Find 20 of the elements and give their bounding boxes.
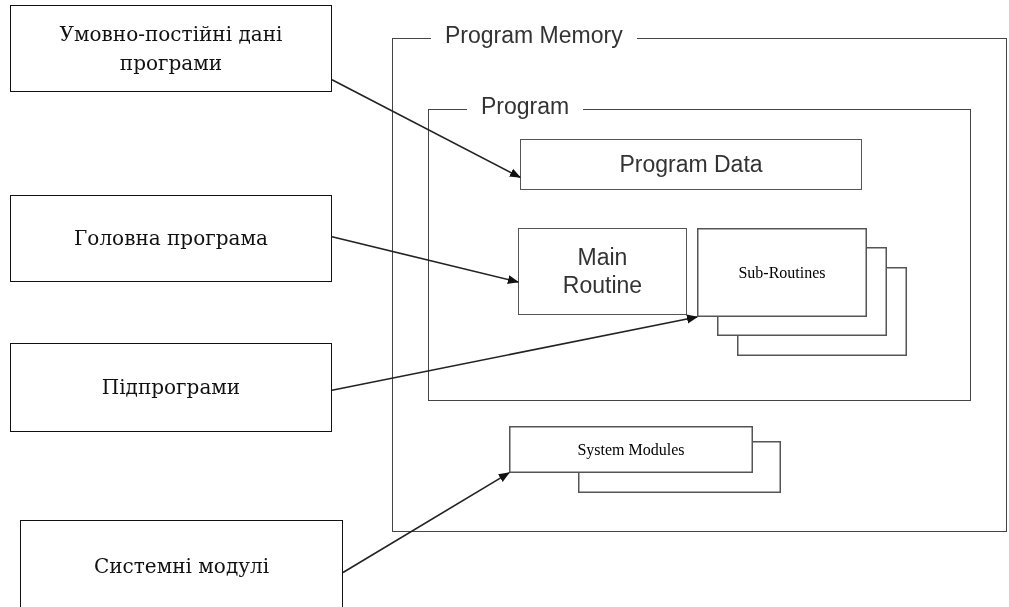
module-name: Program Data [619,150,763,179]
label-box [10,195,332,282]
callout-text: Умовно-постійні дані програми [58,20,284,77]
leader-arrow [331,314,699,391]
label-box [20,520,343,607]
leader-arrow [331,79,521,179]
stacked-module-box [509,426,782,494]
label-box [10,343,332,432]
callout-text: Головна програма [74,225,268,252]
leader-arrow [342,472,510,574]
callout-text: Системні модулі [93,552,270,580]
module-box [518,228,687,315]
module-box [520,139,862,190]
module-name: System Modules [577,440,685,459]
module-name: Main Routine [561,243,644,300]
stacked-module-box [697,228,908,357]
module-name: Sub-Routines [738,263,826,282]
leader-arrow [331,235,520,284]
callout-text: Підпрограми [101,374,241,401]
label-box [10,5,332,92]
